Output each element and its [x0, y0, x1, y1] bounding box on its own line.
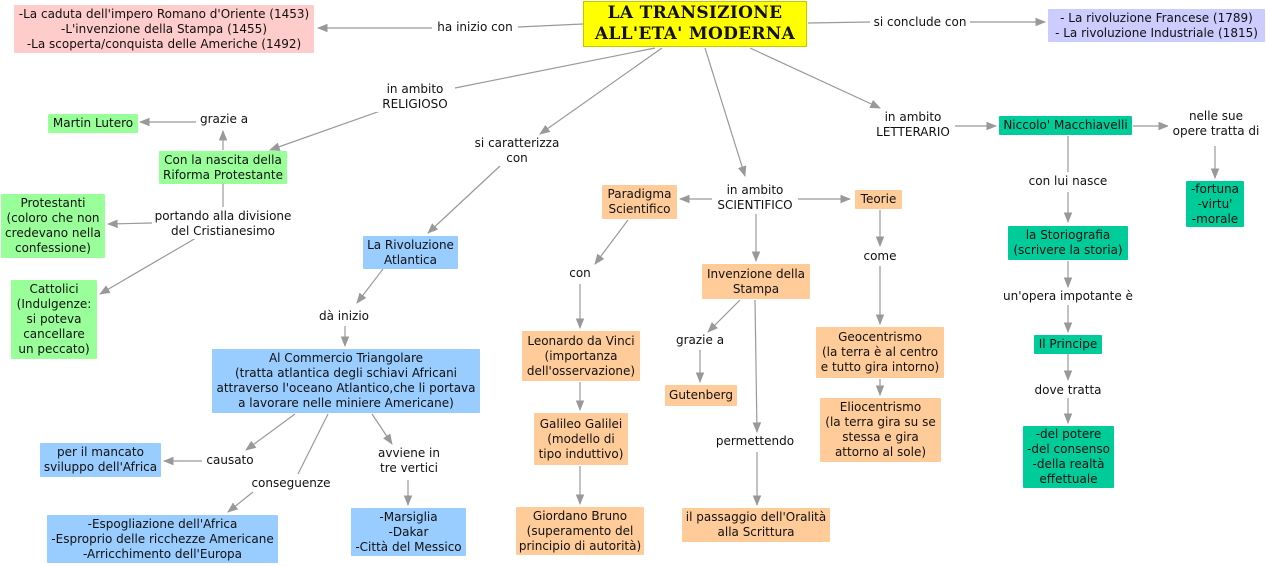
- link-si-conclude-con: si conclude con: [870, 15, 970, 30]
- link-in-ambito-scientifico: in ambito SCIENTIFICO: [712, 183, 798, 213]
- concept-martin-lutero: Martin Lutero: [48, 114, 138, 133]
- concept-commercio-triangolare: Al Commercio Triangolare (tratta atlanti…: [212, 349, 480, 413]
- concept-leonardo: Leonardo da Vinci (importanza dell'osser…: [522, 331, 640, 381]
- link-si-caratterizza-con: si caratterizza con: [470, 136, 564, 166]
- concept-gutenberg: Gutenberg: [665, 385, 737, 406]
- concept-storiografia: la Storiografia (scrivere la storia): [1008, 226, 1128, 260]
- concept-potere-consenso: -del potere -del consenso -della realtà …: [1023, 426, 1114, 488]
- link-opera-importante: un'opera impotante è: [998, 289, 1138, 304]
- link-dove-tratta: dove tratta: [1030, 383, 1106, 398]
- link-conseguenze: conseguenze: [248, 476, 334, 491]
- concept-riforma-protestante: Con la nascita della Riforma Protestante: [159, 151, 287, 184]
- concept-il-principe: Il Principe: [1034, 335, 1102, 354]
- concept-mancato-sviluppo: per il mancato sviluppo dell'Africa: [40, 443, 161, 477]
- link-da-inizio: dà inizio: [314, 309, 374, 324]
- link-nelle-sue-opere: nelle sue opere tratta di: [1168, 109, 1264, 139]
- link-grazie-a-gutenberg: grazie a: [672, 333, 728, 348]
- link-in-ambito-religioso: in ambito RELIGIOSO: [376, 82, 454, 112]
- concept-conseguenze-elenco: -Espogliazione dell'Africa -Esproprio de…: [47, 515, 278, 563]
- concept-fortuna-virtu-morale: -fortuna -virtu' -morale: [1186, 181, 1244, 227]
- concept-invenzione-stampa: Invenzione della Stampa: [702, 264, 810, 299]
- link-come: come: [860, 249, 900, 264]
- concept-machiavelli: Niccolo' Macchiavelli: [999, 116, 1132, 135]
- concept-rivoluzione-atlantica: La Rivoluzione Atlantica: [363, 236, 458, 269]
- main-title: LA TRANSIZIONE ALL'ETA' MODERNA: [583, 1, 807, 47]
- concept-teorie: Teorie: [855, 190, 902, 209]
- concept-tre-vertici: -Marsiglia -Dakar -Città del Messico: [351, 508, 466, 556]
- concept-paradigma-scientifico: Paradigma Scientifico: [602, 185, 677, 219]
- link-ha-inizio-con: ha inizio con: [432, 20, 518, 35]
- link-con-lui-nasce: con lui nasce: [1022, 174, 1114, 189]
- link-portando-divisione: portando alla divisione del Cristianesim…: [152, 209, 294, 239]
- link-in-ambito-letterario: in ambito LETTERARIO: [872, 110, 954, 140]
- concept-galileo: Galileo Galilei (modello di tipo indutti…: [534, 413, 628, 465]
- link-causato: causato: [202, 453, 258, 468]
- concept-giordano-bruno: Giordano Bruno (superamento del principi…: [516, 507, 644, 555]
- link-grazie-a-lutero: grazie a: [196, 112, 252, 127]
- concept-geocentrismo: Geocentrismo (la terra è al centro e tut…: [816, 327, 944, 378]
- concept-oralita-scrittura: il passaggio dell'Oralità alla Scrittura: [682, 508, 830, 542]
- concept-inizio-eventi: -La caduta dell'impero Romano d'Oriente …: [14, 5, 314, 53]
- link-avviene-tre-vertici: avviene in tre vertici: [372, 446, 446, 476]
- concept-cattolici: Cattolici (Indulgenze: si poteva cancell…: [11, 280, 97, 359]
- concept-fine-rivoluzioni: - La rivoluzione Francese (1789) - La ri…: [1048, 9, 1265, 42]
- concept-eliocentrismo: Eliocentrismo (la terra gira su se stess…: [820, 398, 941, 462]
- link-permettendo: permettendo: [712, 434, 798, 449]
- link-con: con: [566, 266, 594, 281]
- concept-protestanti: Protestanti (coloro che non credevano ne…: [1, 194, 105, 258]
